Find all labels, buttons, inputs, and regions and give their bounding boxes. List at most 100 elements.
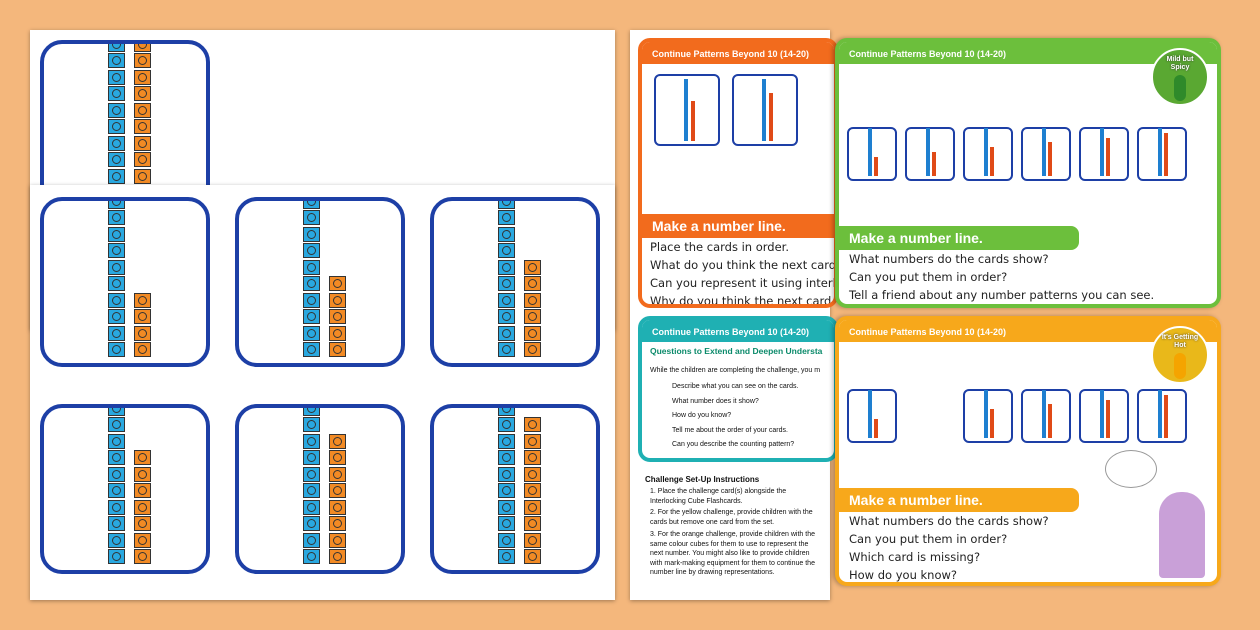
blue-cube xyxy=(498,466,515,482)
mini-cube-card xyxy=(1137,127,1187,181)
blue-cube xyxy=(108,86,125,101)
blue-cube xyxy=(108,292,125,308)
question-text: Place the cards in order. xyxy=(650,240,790,254)
blue-tower xyxy=(1042,390,1046,438)
blue-cube xyxy=(498,259,515,275)
orange-cube xyxy=(524,450,541,465)
blue-cube xyxy=(108,119,125,134)
mini-cube-card xyxy=(1079,389,1129,443)
blue-cube xyxy=(498,549,515,564)
blue-tower xyxy=(762,79,766,141)
instructions-sheet: Continue Patterns Beyond 10 (14-20) Make… xyxy=(630,30,838,600)
orange-tower xyxy=(769,93,773,141)
blue-cube xyxy=(108,516,125,531)
blue-tower xyxy=(684,79,688,141)
orange-cube-tower xyxy=(524,416,541,564)
orange-cube xyxy=(134,53,151,68)
blue-cube xyxy=(498,243,515,258)
mini-cube-card xyxy=(1079,127,1129,181)
blue-cube xyxy=(108,226,125,242)
mini-cube-card xyxy=(847,389,897,443)
question-text: Why do you think the next card wou xyxy=(650,294,838,308)
blue-cube xyxy=(303,450,320,465)
blue-cube xyxy=(303,433,320,449)
blue-cube xyxy=(108,201,125,209)
orange-tower xyxy=(1106,137,1110,176)
blue-cube xyxy=(498,499,515,515)
orange-cube xyxy=(134,549,151,564)
blue-cube-tower xyxy=(498,201,515,357)
blue-cube-tower xyxy=(498,408,515,564)
card-banner: Make a number line. xyxy=(839,488,1079,512)
orange-cube xyxy=(329,325,346,341)
orange-cube xyxy=(134,516,151,531)
question-text: Can you represent it using interlocki xyxy=(650,276,834,290)
orange-cube xyxy=(329,532,346,548)
blue-cube xyxy=(108,549,125,564)
blue-cube xyxy=(303,417,320,432)
instruction-item: 1. Place the challenge card(s) alongside… xyxy=(650,488,787,505)
orange-tower xyxy=(1164,132,1168,176)
blue-tower xyxy=(868,128,872,176)
orange-cube xyxy=(134,44,151,52)
blue-cube-tower xyxy=(303,408,320,564)
orange-tower xyxy=(932,152,936,176)
blue-cube xyxy=(498,276,515,291)
mini-cube-card xyxy=(963,127,1013,181)
blue-cube xyxy=(303,259,320,275)
thought-bubble-icon xyxy=(1105,450,1157,488)
bullet-item: Can you describe the counting pattern? xyxy=(672,441,795,448)
blue-cube xyxy=(303,325,320,341)
blue-cube xyxy=(108,168,125,184)
orange-tower xyxy=(691,101,695,141)
blue-cube xyxy=(108,408,125,416)
blue-cube xyxy=(303,292,320,308)
blue-cube xyxy=(303,309,320,324)
mini-cube-card xyxy=(963,389,1013,443)
flashcard-sheet-front xyxy=(30,185,615,600)
blue-cube xyxy=(303,226,320,242)
box-intro: While the children are completing the ch… xyxy=(650,367,821,374)
instructions-title: Challenge Set-Up Instructions xyxy=(645,475,760,484)
flashcard xyxy=(40,40,210,210)
blue-cube xyxy=(108,152,125,167)
blue-tower xyxy=(984,128,988,176)
orange-cube xyxy=(524,433,541,449)
blue-cube xyxy=(303,210,320,225)
bullet-item: Describe what you can see on the cards. xyxy=(672,383,799,390)
orange-cube xyxy=(524,466,541,482)
question-text: Which card is missing? xyxy=(849,550,981,564)
card-header: Continue Patterns Beyond 10 (14-20) xyxy=(839,42,1217,64)
orange-cube xyxy=(134,532,151,548)
orange-cube xyxy=(524,516,541,531)
orange-tower xyxy=(874,418,878,438)
mini-cube-card xyxy=(847,127,897,181)
card-header: Continue Patterns Beyond 10 (14-20) xyxy=(642,42,834,64)
bullet-item: How do you know? xyxy=(672,412,732,419)
orange-cube-tower xyxy=(329,432,346,564)
orange-cube xyxy=(329,450,346,465)
blue-cube xyxy=(108,342,125,357)
orange-cube xyxy=(524,417,541,432)
orange-cube xyxy=(134,483,151,498)
blue-cube xyxy=(498,226,515,242)
blue-cube-tower xyxy=(303,201,320,357)
orange-cube xyxy=(329,433,346,449)
blue-cube xyxy=(303,516,320,531)
orange-cube xyxy=(524,292,541,308)
blue-cube xyxy=(498,210,515,225)
mini-cube-card xyxy=(1137,389,1187,443)
blue-cube xyxy=(108,69,125,85)
orange-cube xyxy=(134,309,151,324)
bullet-item: What number does it show? xyxy=(672,397,759,405)
blue-cube xyxy=(303,342,320,357)
orange-challenge-card: Continue Patterns Beyond 10 (14-20) Make… xyxy=(638,38,838,308)
mini-cube-card xyxy=(1021,389,1071,443)
mild-spicy-badge: Mild but Spicy xyxy=(1151,48,1209,106)
blue-cube xyxy=(303,483,320,498)
getting-hot-badge: It's Getting Hot xyxy=(1151,326,1209,384)
blue-cube xyxy=(108,532,125,548)
orange-tower xyxy=(990,409,994,438)
blue-cube xyxy=(498,342,515,357)
blue-cube xyxy=(498,408,515,416)
